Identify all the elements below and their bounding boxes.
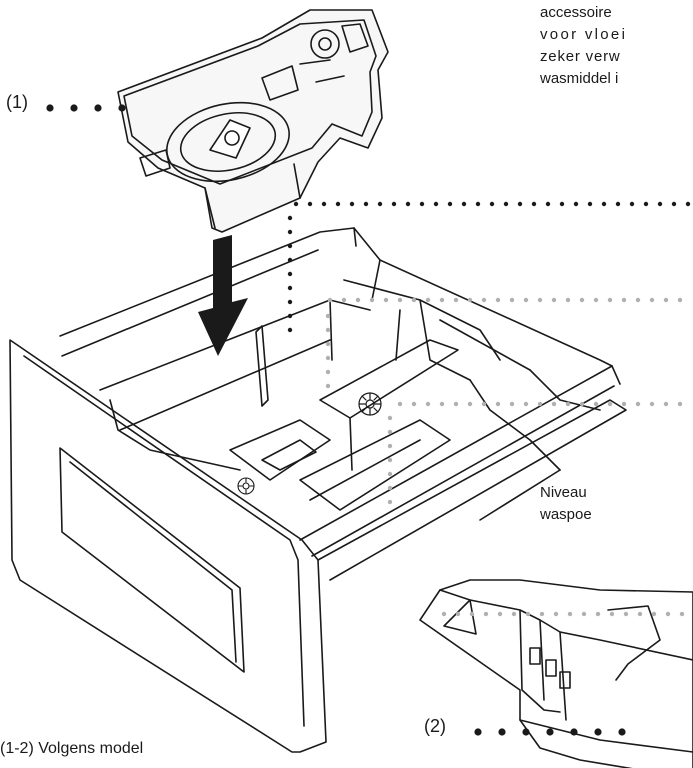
leader-grey-middle bbox=[387, 401, 683, 505]
powder-level-insert bbox=[419, 579, 693, 768]
detergent-flower-mark bbox=[237, 477, 255, 495]
accessory-line-1: accessoire bbox=[540, 4, 612, 21]
callout-label-2: (2) bbox=[424, 716, 446, 736]
accessory-line-2: voor vloei bbox=[540, 26, 628, 43]
insert-direction-arrow bbox=[198, 235, 248, 356]
leader-accessory-horizontal bbox=[293, 201, 691, 207]
model-footnote: (1-2) Volgens model bbox=[0, 740, 144, 757]
accessory-line-3: zeker verw bbox=[540, 48, 621, 65]
callout-label-1: (1) bbox=[6, 92, 28, 112]
leader-grey-upper bbox=[325, 297, 683, 389]
leader-accessory-vertical bbox=[287, 215, 293, 333]
level-line-1: Niveau bbox=[540, 484, 587, 501]
leader-2 bbox=[474, 728, 626, 736]
leader-grey-level bbox=[441, 611, 685, 617]
liquid-detergent-insert bbox=[117, 9, 389, 233]
accessory-description: accessoire voor vloei zeker verw wasmidd… bbox=[540, 2, 627, 90]
level-line-2: waspoe bbox=[540, 506, 592, 523]
softener-star-mark bbox=[358, 392, 382, 416]
detergent-drawer bbox=[9, 227, 627, 753]
leader-1 bbox=[46, 104, 126, 112]
accessory-line-4: wasmiddel i bbox=[540, 70, 619, 87]
level-description: Niveau waspoe bbox=[540, 482, 592, 526]
